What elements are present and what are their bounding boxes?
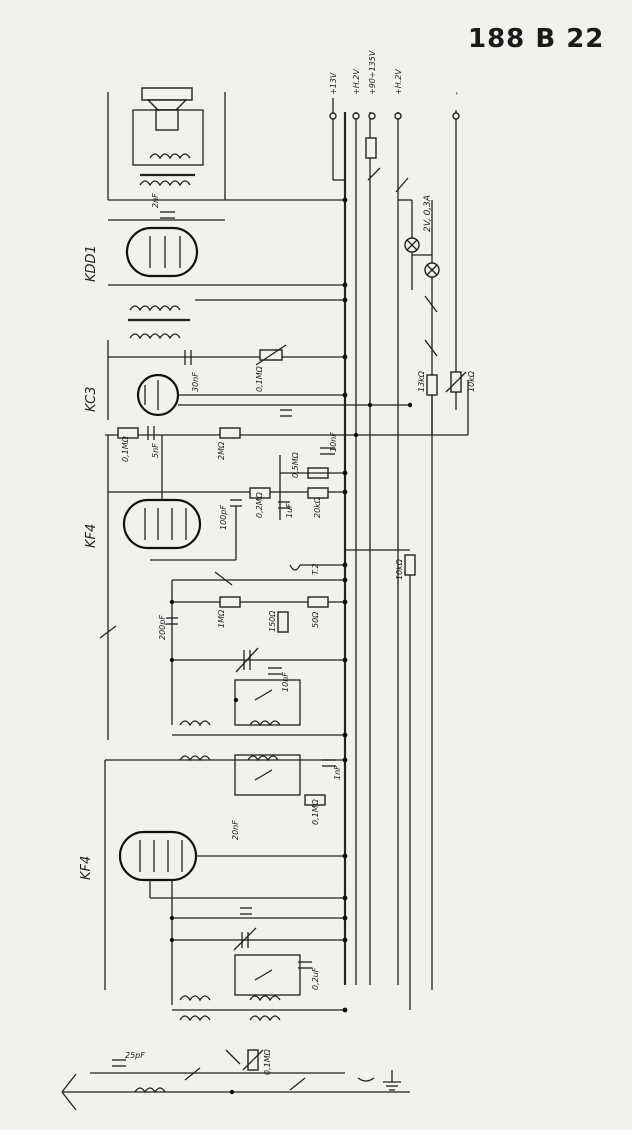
resistor-13k xyxy=(426,374,438,396)
label-0-2m: 0,2MΩ xyxy=(255,491,264,518)
label-0-1m-rf: 0,1MΩ xyxy=(311,798,320,825)
label-10nf: 10nF xyxy=(329,432,338,452)
coil-af-1 xyxy=(179,720,211,727)
terminal-label-2: +H.2V xyxy=(352,69,361,95)
terminal-label-3: +90÷135V xyxy=(368,50,377,95)
label-25pf: 25pF xyxy=(125,1051,145,1060)
speaker xyxy=(107,87,226,200)
tube-kf4-af xyxy=(122,498,202,550)
label-10k-pot: 10kΩ xyxy=(467,370,476,392)
label-13k: 13kΩ xyxy=(417,370,426,392)
pilot-lamps xyxy=(398,199,440,290)
ground-symbol xyxy=(383,1070,401,1091)
output-transformer-secondary xyxy=(139,180,191,187)
interstage-transformer-secondary xyxy=(129,333,181,340)
label-50: 50Ω xyxy=(311,611,320,628)
resistor-0-1m-grid xyxy=(117,427,139,439)
terminal-label-1: +13V xyxy=(329,72,338,95)
label-0-5m: 0,5MΩ xyxy=(291,451,300,478)
label-1m: 1MΩ xyxy=(217,609,226,628)
band-switch-5 xyxy=(225,1049,241,1065)
supply-terminals xyxy=(329,98,460,181)
label-t2: T.2 xyxy=(311,563,320,575)
label-0-2uf: 0,2uF xyxy=(311,967,320,990)
junction-dots xyxy=(169,197,413,1095)
label-20nf: 20nF xyxy=(231,820,240,840)
band-switch-4 xyxy=(254,969,273,981)
antenna-input-coil xyxy=(134,1087,166,1094)
coil-af-2 xyxy=(249,720,281,727)
tube-kf4-rf xyxy=(118,830,198,882)
label-100pf: 100pF xyxy=(219,505,228,530)
band-switch-2 xyxy=(254,689,273,701)
label-10nf-b: 10nF xyxy=(281,672,290,692)
terminal-label-5: - xyxy=(452,92,462,95)
label-1uf: 1uF xyxy=(285,503,294,518)
model-number: 188 B 22 xyxy=(468,24,605,54)
label-200pf: 200pF xyxy=(158,615,167,640)
chassis-symbol xyxy=(357,1077,375,1082)
label-10k: 10kΩ xyxy=(395,558,404,580)
coil-rf-1 xyxy=(179,755,211,762)
tube-label-kc3: KC3 xyxy=(84,386,99,412)
trimmer-cap-left xyxy=(99,625,117,639)
label-1nf: 1nF xyxy=(333,765,342,780)
power-switch xyxy=(367,167,381,181)
label-0-1m-grid: 0,1MΩ xyxy=(121,435,130,462)
tube-label-kf4-rf: KF4 xyxy=(79,856,94,880)
choke-t2 xyxy=(289,564,301,571)
tube-kdd1 xyxy=(125,226,199,278)
resistor-10k xyxy=(404,554,416,576)
label-30nf: 30nF xyxy=(191,372,200,392)
label-5nf: 5nF xyxy=(151,443,160,458)
antenna-symbol xyxy=(61,1073,90,1111)
coil-rf-3 xyxy=(179,995,211,1002)
band-switch-1 xyxy=(214,571,233,586)
band-switch-3 xyxy=(254,769,273,781)
lamp-switch-1 xyxy=(424,295,438,313)
antenna-coil-1 xyxy=(179,1015,211,1022)
resistor-0-2m xyxy=(249,487,271,499)
resistor-1m xyxy=(219,596,241,608)
interstage-transformer-primary xyxy=(129,305,181,312)
switch-bottom-1 xyxy=(184,1067,201,1081)
label-2nf: 2nF xyxy=(151,193,160,208)
resistor-150 xyxy=(277,611,289,633)
resistor-20k xyxy=(307,487,329,499)
tube-label-kdd1: KDD1 xyxy=(84,245,99,282)
terminal-label-4: +H.2V xyxy=(394,69,403,95)
lamp-switch-2 xyxy=(424,339,438,357)
resistor-50 xyxy=(307,596,329,608)
speaker-coil xyxy=(149,153,191,160)
tube-label-kf4-af: KF4 xyxy=(84,524,99,548)
fuse-resistor xyxy=(365,137,377,159)
label-20k: 20kΩ xyxy=(313,496,322,518)
label-0-1m-kc3: 0,1MΩ xyxy=(255,365,264,392)
label-0-1m-vol: 0,1MΩ xyxy=(263,1048,272,1075)
label-150: 150Ω xyxy=(268,610,277,632)
label-2m: 2MΩ xyxy=(217,441,226,460)
resistor-2m xyxy=(219,427,241,439)
coil-rf-2 xyxy=(247,755,279,762)
resistor-0-1m-rf xyxy=(304,794,326,806)
antenna-coil-2 xyxy=(249,1015,281,1022)
switch-bottom-2 xyxy=(289,1077,306,1091)
coil-rf-4 xyxy=(249,995,281,1002)
power-switch-b xyxy=(395,177,409,193)
lamp-rating-label: 2V, 0,3A xyxy=(423,195,433,232)
